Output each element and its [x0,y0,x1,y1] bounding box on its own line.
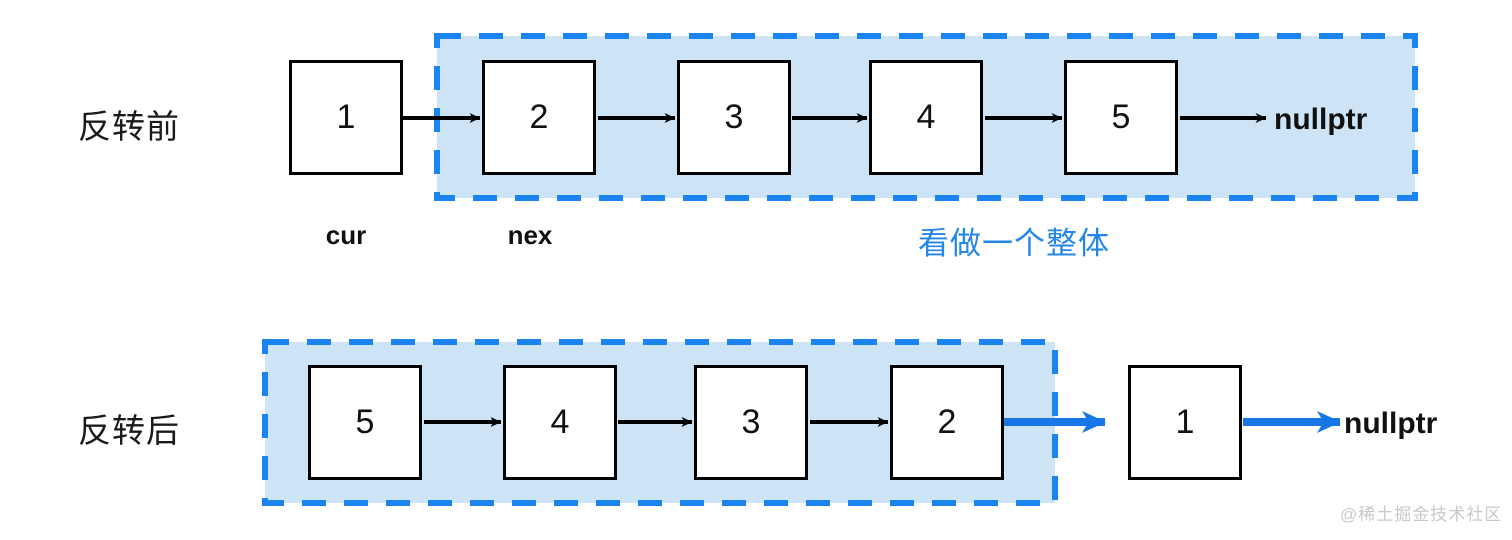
nullptr-label-after: nullptr [1344,407,1438,440]
node-before-2: 2 [482,60,596,175]
node-before-3: 3 [677,60,791,175]
node-after-5: 5 [308,365,422,480]
node-before-4: 4 [869,60,983,175]
nullptr-label-before: nullptr [1274,103,1368,136]
row-label-before: 反转前 [78,108,180,145]
pointer-label-nex: nex [507,220,553,250]
group-note-before: 看做一个整体 [918,226,1110,261]
node-after-1: 1 [1128,365,1242,480]
node-after-2: 2 [890,365,1004,480]
row-label-after: 反转后 [78,412,180,449]
node-before-5: 5 [1064,60,1178,175]
pointer-label-cur: cur [325,220,367,250]
node-before-1: 1 [289,60,403,175]
node-after-4: 4 [503,365,617,480]
watermark: @稀土掘金技术社区 [1340,505,1503,524]
node-after-3: 3 [694,365,808,480]
